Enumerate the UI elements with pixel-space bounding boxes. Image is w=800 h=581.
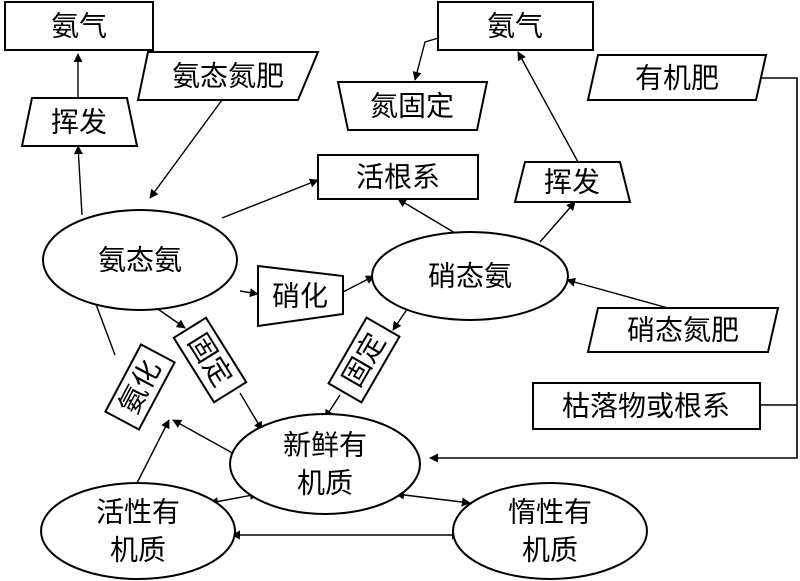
edge-nitrification-to-nitrate xyxy=(342,275,375,293)
ammonium-n-ellipse: 氨态氨 xyxy=(42,209,238,311)
svg-text:机质: 机质 xyxy=(522,534,578,567)
edge-volatilize-to-ammonia-right xyxy=(517,51,579,163)
svg-text:氨气: 氨气 xyxy=(51,10,107,43)
nitrate-fertilizer-box: 硝态氮肥 xyxy=(586,307,780,353)
svg-text:活性有: 活性有 xyxy=(96,496,180,529)
active-organic-matter-ellipse: 活性有 机质 xyxy=(40,482,236,580)
svg-text:氨气: 氨气 xyxy=(487,10,543,43)
volatilize-box-left: 挥发 xyxy=(20,97,139,147)
svg-text:硝态氨: 硝态氨 xyxy=(428,260,512,293)
svg-text:挥发: 挥发 xyxy=(51,106,107,139)
svg-text:氨态氨: 氨态氨 xyxy=(98,244,182,277)
edge-organic-fertilizer-to-fresh-om xyxy=(429,77,798,463)
nitrate-n-ellipse: 硝态氨 xyxy=(371,231,569,321)
svg-text:有机肥: 有机肥 xyxy=(635,62,719,95)
fixation-box-left: 固定 xyxy=(172,316,248,404)
edge-fresh-om-to-ammonification xyxy=(172,419,237,456)
svg-text:活根系: 活根系 xyxy=(356,161,440,194)
edge-ammonium-to-volatilize xyxy=(73,145,83,216)
n-fixation-box: 氮固定 xyxy=(336,81,489,131)
ammonium-fertilizer-box: 氨态氮肥 xyxy=(136,51,320,101)
edges xyxy=(73,35,798,540)
svg-text:新鲜有: 新鲜有 xyxy=(283,429,367,462)
ammonia-box-left: 氨气 xyxy=(4,1,154,51)
edge-fresh-om-inert-om xyxy=(395,490,471,507)
edge-fertilizer-to-ammonium xyxy=(149,99,223,199)
fresh-organic-matter-ellipse: 新鲜有 机质 xyxy=(229,413,421,515)
svg-text:硝化: 硝化 xyxy=(272,280,328,313)
edge-ammonium-to-fixation xyxy=(154,306,186,329)
edge-ammonium-to-roots xyxy=(221,178,319,219)
svg-text:惰性有: 惰性有 xyxy=(508,496,592,529)
ammonification-box: 氨化 xyxy=(104,343,176,431)
edge-ammonium-to-nitrification xyxy=(239,288,259,298)
nitrification-box: 硝化 xyxy=(257,264,344,328)
fixation-box-right: 固定 xyxy=(327,316,401,404)
svg-text:氮固定: 氮固定 xyxy=(370,90,454,123)
volatilize-box-right: 挥发 xyxy=(513,161,632,203)
inert-organic-matter-ellipse: 惰性有 机质 xyxy=(452,482,648,580)
edge-nitrate-to-roots xyxy=(397,198,461,237)
edge-nitrate-to-volatilize xyxy=(539,201,576,243)
live-roots-box: 活根系 xyxy=(317,154,479,200)
edge-fixation-to-fresh-om xyxy=(239,392,263,431)
svg-text:氨态氮肥: 氨态氮肥 xyxy=(172,60,284,93)
ammonia-box-right: 氨气 xyxy=(437,1,594,51)
svg-text:枯落物或根系: 枯落物或根系 xyxy=(562,390,730,423)
edge-active-om-to-ammonification xyxy=(135,419,170,486)
svg-text:硝态氮肥: 硝态氮肥 xyxy=(627,314,739,347)
svg-text:机质: 机质 xyxy=(297,467,353,500)
organic-fertilizer-box: 有机肥 xyxy=(586,54,768,101)
edge-nitrate-fertilizer-to-nitrate xyxy=(566,277,669,309)
litter-or-roots-box: 枯落物或根系 xyxy=(532,382,761,430)
svg-text:机质: 机质 xyxy=(110,534,166,567)
svg-text:挥发: 挥发 xyxy=(544,166,600,199)
